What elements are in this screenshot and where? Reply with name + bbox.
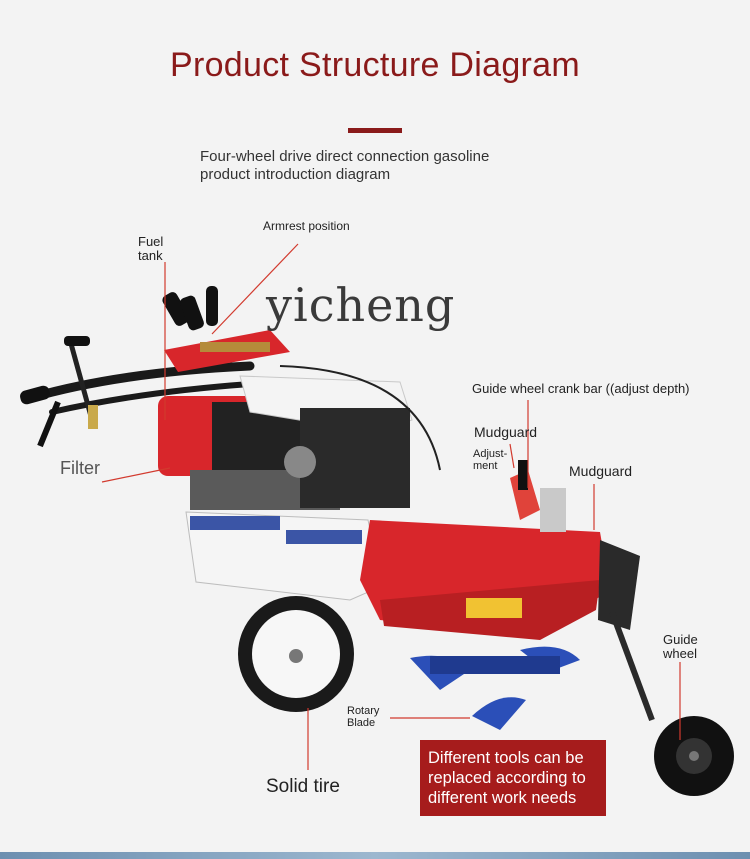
leader-lines [101, 243, 681, 770]
label-adjustment-line-2: ment [473, 460, 498, 472]
label-fuel-tank-line-1: Fuel [138, 234, 164, 249]
bottom-bar [0, 852, 750, 859]
label-rotary-line-1: Rotary [347, 705, 380, 717]
label-armrest: Armrest position [263, 219, 350, 233]
label-fuel-tank: Fuel tank [138, 235, 163, 263]
callout-line-3: different work needs [428, 789, 577, 807]
title-underline [348, 128, 402, 133]
callout-line-1: Different tools can be [428, 749, 584, 767]
label-rotary-line-2: Blade [347, 717, 376, 729]
subtitle-line-1: Four-wheel drive direct connection gasol… [200, 148, 490, 165]
label-adjustment: Adjust- ment [473, 448, 507, 472]
label-mudguard-left: Mudguard [474, 424, 538, 440]
label-guide-wheel: Guide wheel [663, 633, 698, 661]
callout-line-2: replaced according to [428, 769, 586, 787]
label-filter: Filter [60, 458, 100, 478]
rotary-housing [360, 460, 640, 640]
tools-callout: Different tools can be replaced accordin… [420, 740, 606, 816]
label-guide-wheel-line-1: Guide [663, 632, 698, 647]
handlebar [20, 336, 255, 448]
subtitle-line-2: product introduction diagram [200, 166, 391, 183]
transmission-cover [185, 511, 383, 601]
label-solid-tire: Solid tire [266, 776, 340, 797]
engine [158, 375, 413, 510]
label-fuel-tank-line-2: tank [138, 248, 163, 263]
rotary-blades [410, 646, 580, 730]
subtitle: Four-wheel drive direct connection gasol… [200, 148, 560, 184]
page-title: Product Structure Diagram [170, 46, 580, 84]
control-levers [162, 286, 290, 372]
label-adjustment-line-1: Adjust- [473, 448, 508, 460]
solid-tire-wheel [238, 596, 354, 712]
label-mudguard-right: Mudguard [569, 463, 633, 479]
label-rotary-blade: Rotary Blade [347, 705, 379, 729]
label-guide-crank: Guide wheel crank bar ((adjust depth) [472, 381, 690, 396]
label-guide-wheel-line-2: wheel [663, 646, 697, 661]
guide-wheel-assembly [609, 610, 734, 796]
watermark-text: yicheng [266, 278, 456, 332]
